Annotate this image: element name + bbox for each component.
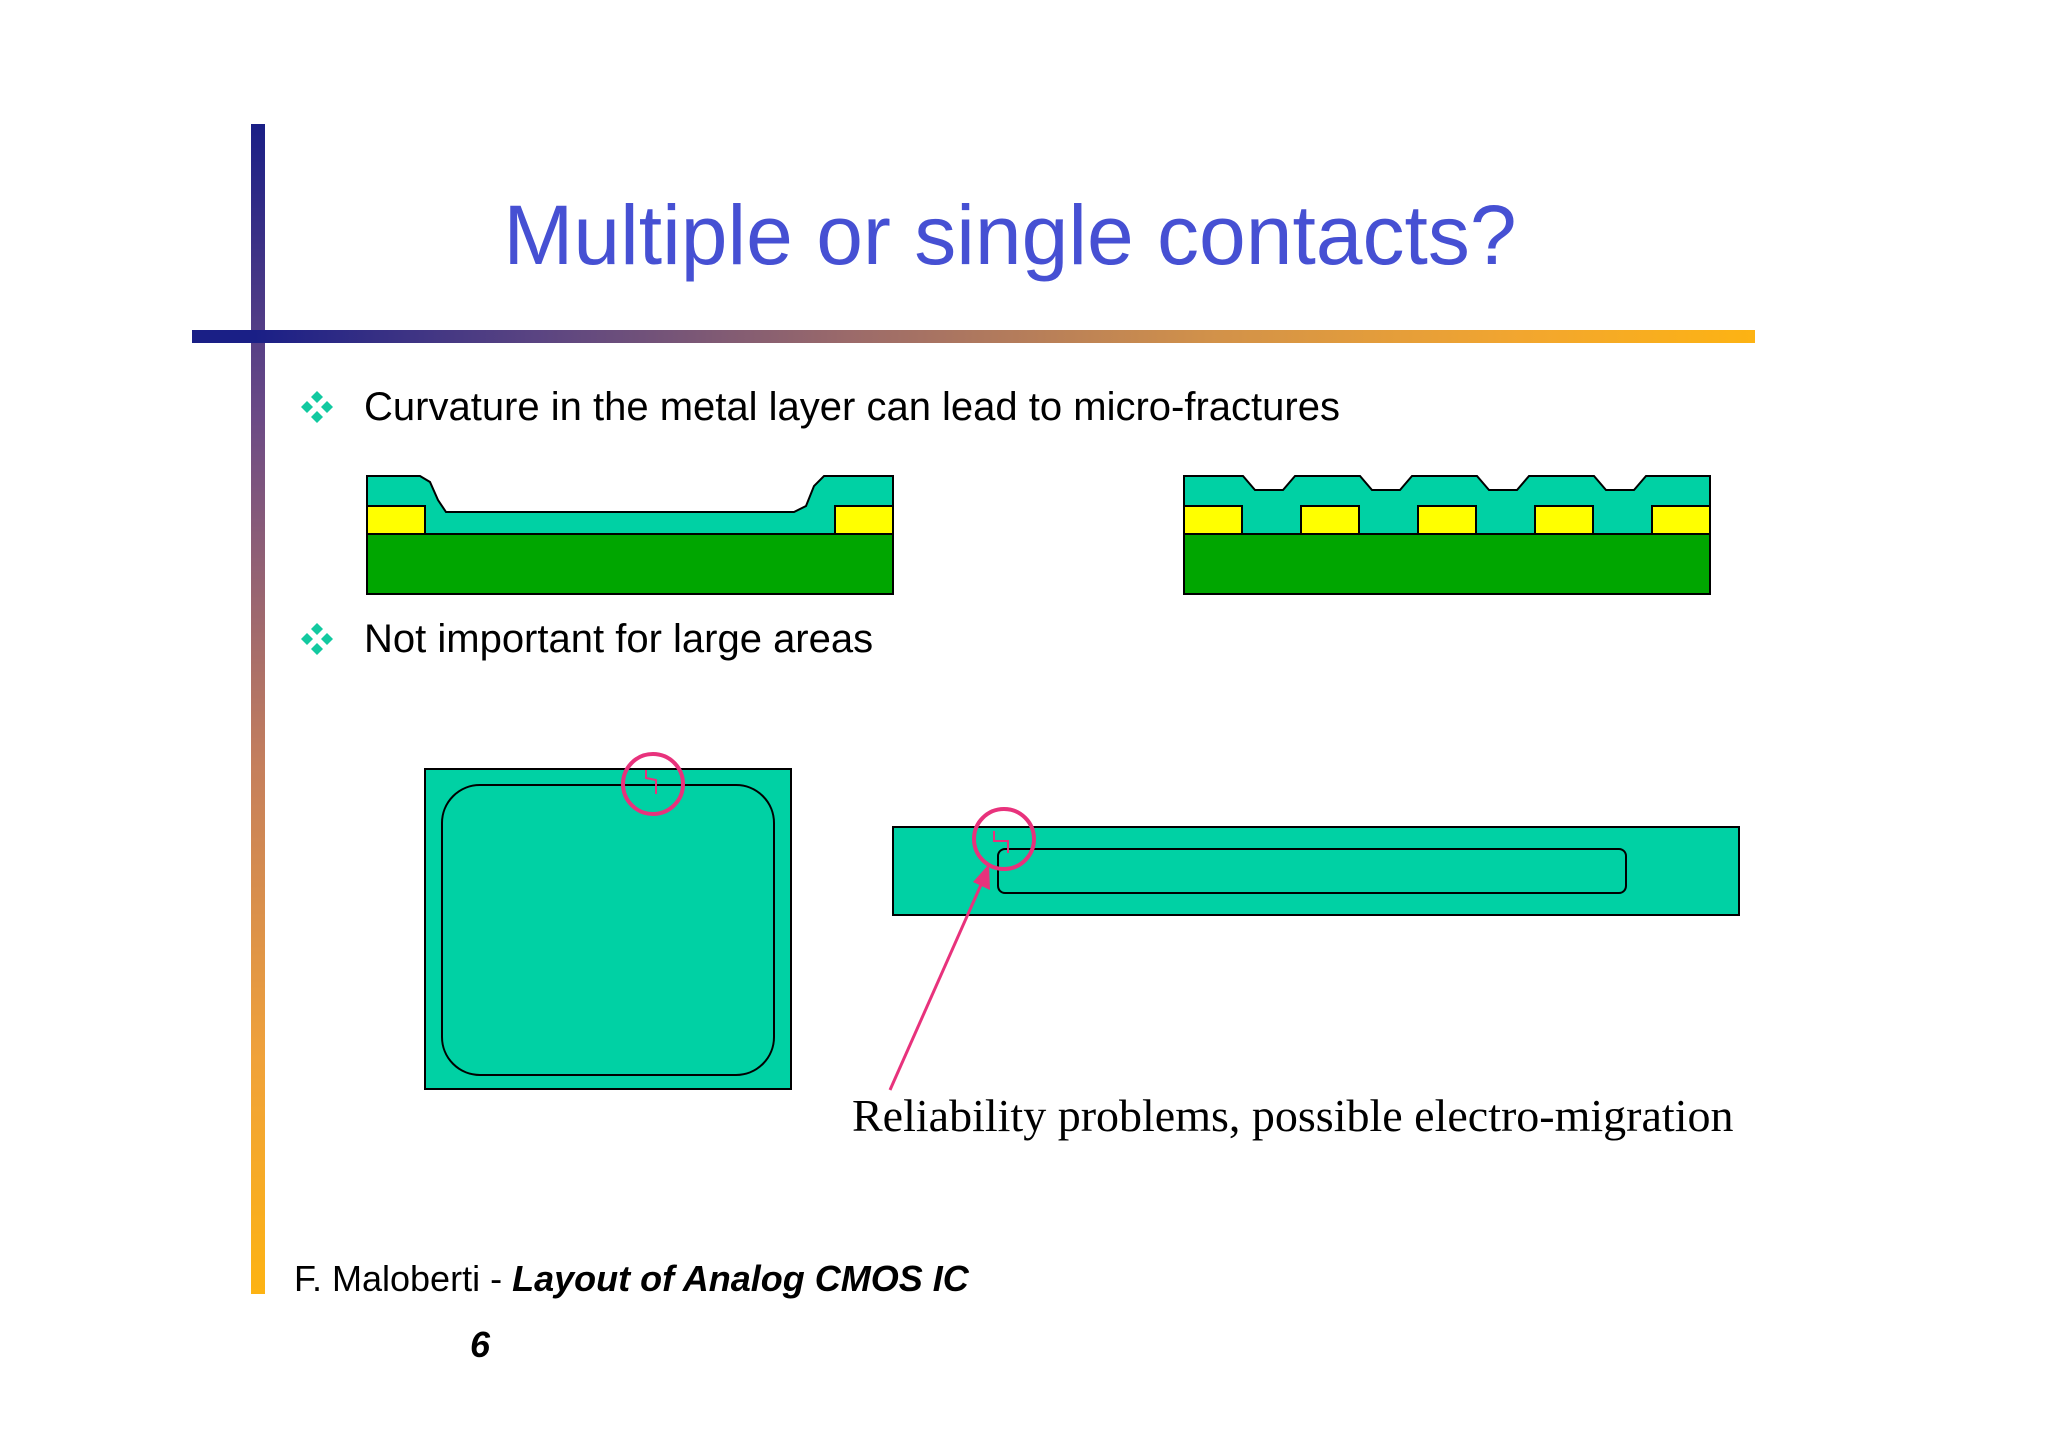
footer-credit: F. Maloberti - Layout of Analog CMOS IC	[294, 1256, 969, 1302]
author-name: F. Maloberti	[294, 1258, 481, 1299]
contact-left	[366, 505, 426, 535]
horizontal-accent-bar	[192, 330, 1755, 343]
vertical-accent-bar	[251, 124, 265, 1294]
fracture-mark	[993, 831, 1009, 853]
four-diamond-bullet-icon	[301, 623, 333, 655]
contact	[1651, 505, 1711, 535]
substrate-layer	[366, 533, 894, 595]
strip-contact-layout	[892, 807, 1740, 916]
reliability-caption: Reliability problems, possible electro-m…	[852, 1090, 1734, 1141]
slide-title: Multiple or single contacts?	[503, 188, 1517, 282]
footer-separator: -	[480, 1258, 513, 1299]
contact	[1534, 505, 1594, 535]
contact	[1417, 505, 1477, 535]
fracture-mark	[645, 770, 657, 794]
square-contact-layout	[424, 752, 792, 1090]
bullet-text-curvature: Curvature in the metal layer can lead to…	[364, 385, 1340, 429]
fracture-highlight-circle	[972, 807, 1036, 871]
substrate-layer	[1183, 533, 1711, 595]
fracture-highlight-circle	[621, 752, 685, 816]
contact-right	[834, 505, 894, 535]
contact	[1183, 505, 1243, 535]
four-diamond-bullet-icon	[301, 391, 333, 423]
contact-opening	[441, 784, 775, 1076]
cross-section-multiple-contacts	[1183, 475, 1711, 595]
bullet-text-large-areas: Not important for large areas	[364, 617, 874, 661]
book-title: Layout of Analog CMOS IC	[512, 1258, 969, 1299]
cross-section-single-contact	[366, 475, 894, 595]
contact-opening	[997, 848, 1627, 894]
page-number: 6	[470, 1324, 491, 1365]
contact	[1300, 505, 1360, 535]
metal-layer	[366, 475, 894, 535]
